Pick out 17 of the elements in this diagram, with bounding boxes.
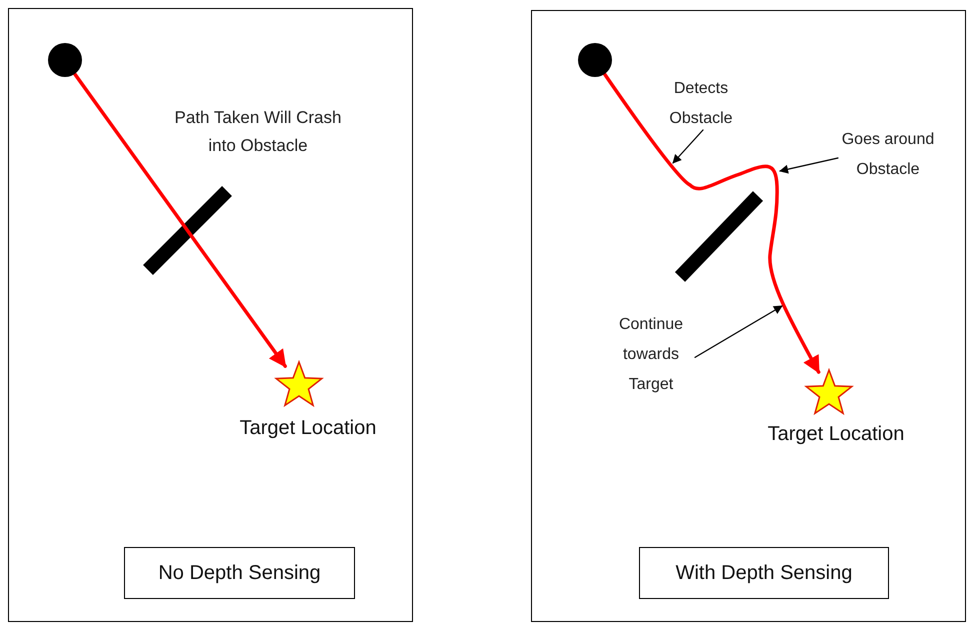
callout-text: Goes around Obstacle xyxy=(813,128,963,182)
target-star xyxy=(273,360,325,410)
panel-frame xyxy=(531,10,966,622)
callout-text: Detects Obstacle xyxy=(651,77,751,131)
target-star xyxy=(803,368,855,418)
panel-frame xyxy=(8,8,413,622)
leader-arrow xyxy=(779,157,839,174)
callout-text: Continue towards Target xyxy=(606,313,696,397)
target-label: Target Location xyxy=(766,422,906,447)
path-arrow xyxy=(72,71,287,368)
target-label: Target Location xyxy=(238,416,378,441)
path-arrow xyxy=(602,71,820,374)
caption-box: With Depth Sensing xyxy=(639,547,889,599)
leader-arrow xyxy=(694,305,783,358)
caption-box: No Depth Sensing xyxy=(124,547,355,599)
annotation-text: Path Taken Will Crash into Obstacle xyxy=(174,107,342,157)
leader-arrow xyxy=(672,129,704,164)
